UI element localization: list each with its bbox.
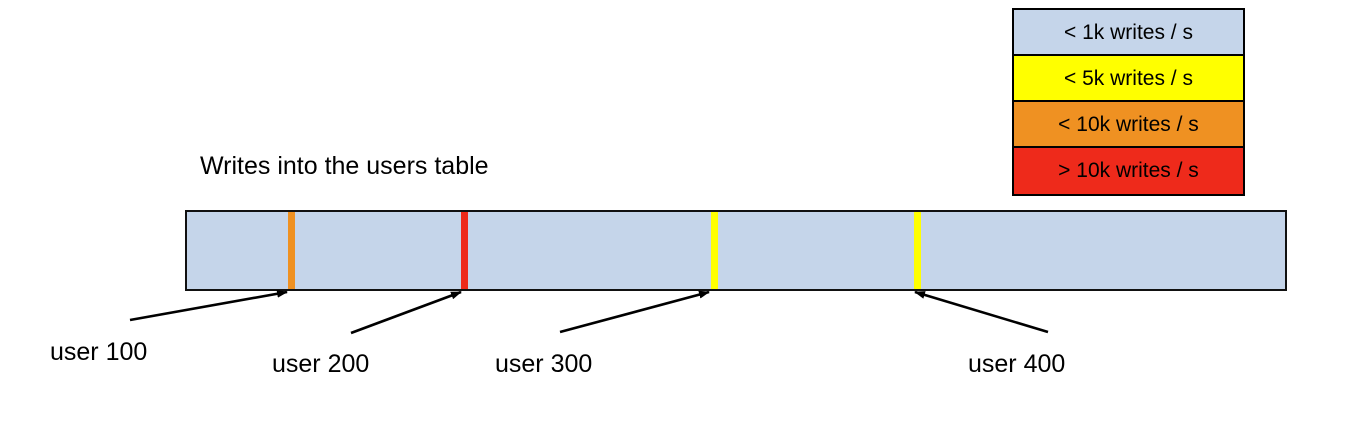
arrow-user-200 bbox=[350, 290, 462, 335]
label-user-200: user 200 bbox=[272, 350, 370, 378]
label-user-300: user 300 bbox=[495, 350, 593, 378]
legend-row-under-1k: < 1k writes / s bbox=[1014, 10, 1243, 56]
arrow-user-400 bbox=[914, 290, 1049, 334]
marker-user-300 bbox=[711, 212, 718, 289]
users-table-track bbox=[185, 210, 1287, 291]
legend-row-under-5k: < 5k writes / s bbox=[1014, 56, 1243, 102]
label-user-400: user 400 bbox=[968, 350, 1066, 378]
legend-row-under-10k: < 10k writes / s bbox=[1014, 102, 1243, 148]
arrow-user-100 bbox=[129, 289, 288, 322]
marker-user-400 bbox=[914, 212, 921, 289]
chart-title: Writes into the users table bbox=[200, 152, 489, 180]
writes-legend: < 1k writes / s < 5k writes / s < 10k wr… bbox=[1012, 8, 1245, 196]
label-user-100: user 100 bbox=[50, 338, 148, 366]
arrow-user-300 bbox=[559, 290, 710, 334]
marker-user-100 bbox=[288, 212, 295, 289]
marker-user-200 bbox=[461, 212, 468, 289]
legend-row-over-10k: > 10k writes / s bbox=[1014, 148, 1243, 194]
